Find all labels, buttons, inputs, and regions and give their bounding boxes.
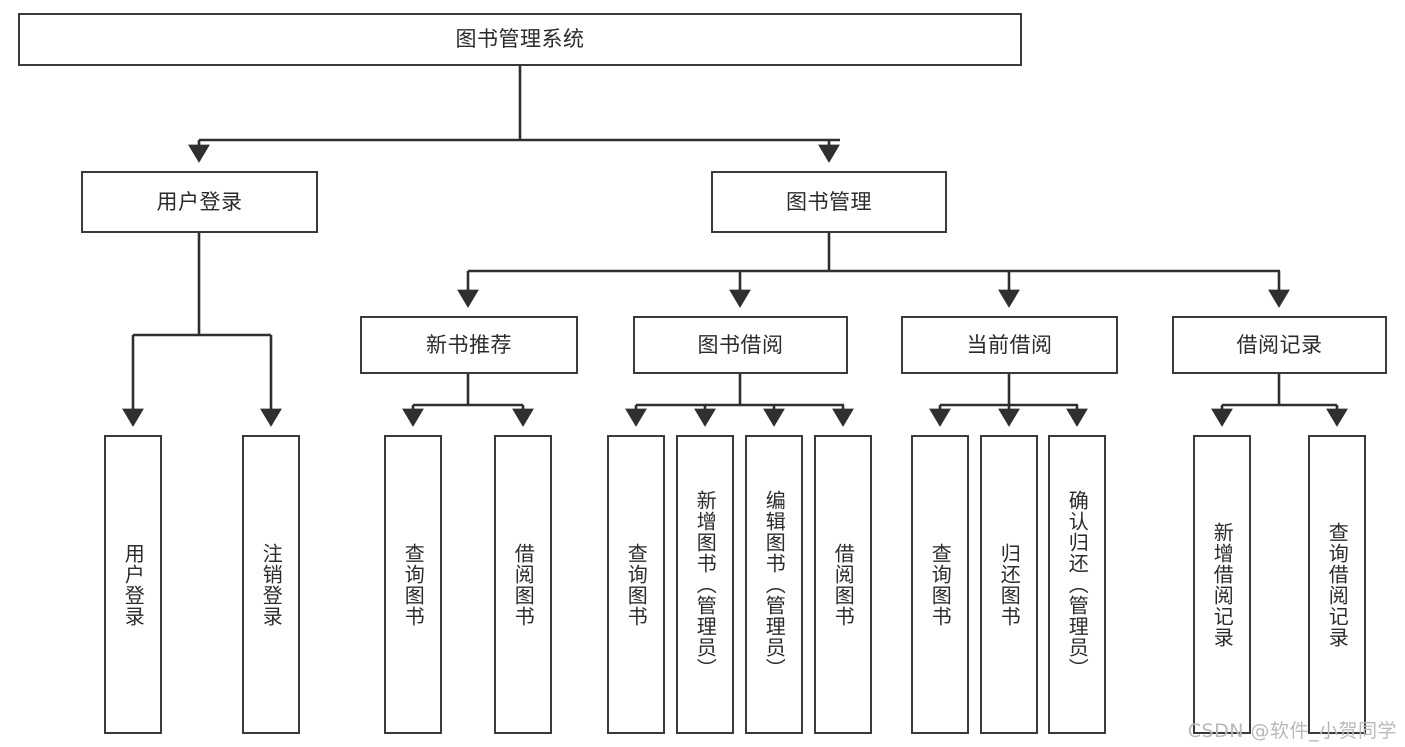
leaf-user-login-login[interactable]: 用户登录 (104, 435, 162, 734)
node-borrow-record[interactable]: 借阅记录 (1172, 316, 1387, 374)
leaf-book-borrow-borrow-book[interactable]: 借阅图书 (814, 435, 872, 734)
leaf-borrow-record-query-record[interactable]: 查询借阅记录 (1308, 435, 1366, 734)
leaf-book-borrow-edit-book-admin[interactable]: 编辑图书（管理员） (745, 435, 803, 734)
node-label: 图书借阅 (697, 332, 784, 357)
leaf-new-book-query-book[interactable]: 查询图书 (384, 435, 442, 734)
node-label: 注销登录 (259, 542, 284, 627)
leaf-borrow-record-add-record[interactable]: 新增借阅记录 (1193, 435, 1251, 734)
node-root-book-management-system[interactable]: 图书管理系统 (18, 13, 1022, 66)
node-label: 借阅图书 (511, 542, 536, 627)
node-book-management[interactable]: 图书管理 (711, 171, 947, 233)
leaf-new-book-borrow-book[interactable]: 借阅图书 (494, 435, 552, 734)
leaf-book-borrow-add-book-admin[interactable]: 新增图书（管理员） (676, 435, 734, 734)
leaf-user-login-logout[interactable]: 注销登录 (242, 435, 300, 734)
leaf-book-borrow-query-book[interactable]: 查询图书 (607, 435, 665, 734)
csdn-watermark: CSDN @软件_小贺同学 (1187, 720, 1397, 742)
node-label: 查询图书 (401, 542, 426, 627)
node-label: 借阅记录 (1236, 332, 1323, 357)
leaf-current-borrow-query-book[interactable]: 查询图书 (911, 435, 969, 734)
node-label: 新书推荐 (426, 332, 512, 357)
node-label: 新增借阅记录 (1210, 521, 1235, 648)
node-label: 图书管理系统 (455, 27, 585, 52)
node-book-borrow[interactable]: 图书借阅 (633, 316, 848, 374)
node-label: 查询图书 (928, 542, 953, 627)
node-label: 归还图书 (997, 542, 1022, 627)
leaf-current-borrow-confirm-return-admin[interactable]: 确认归还（管理员） (1048, 435, 1106, 734)
node-label: 用户登录 (156, 189, 243, 214)
node-label: 确认归还（管理员） (1065, 490, 1090, 679)
node-label: 查询借阅记录 (1325, 521, 1350, 648)
node-label: 用户登录 (121, 542, 146, 627)
node-user-login[interactable]: 用户登录 (81, 171, 318, 233)
node-label: 借阅图书 (831, 542, 856, 627)
node-current-borrow[interactable]: 当前借阅 (901, 316, 1118, 374)
node-label: 图书管理 (786, 189, 872, 214)
node-label: 编辑图书（管理员） (762, 490, 787, 679)
leaf-current-borrow-return-book[interactable]: 归还图书 (980, 435, 1038, 734)
node-label: 查询图书 (624, 542, 649, 627)
node-label: 新增图书（管理员） (693, 490, 718, 679)
node-new-book-recommend[interactable]: 新书推荐 (360, 316, 578, 374)
node-label: 当前借阅 (966, 332, 1053, 357)
